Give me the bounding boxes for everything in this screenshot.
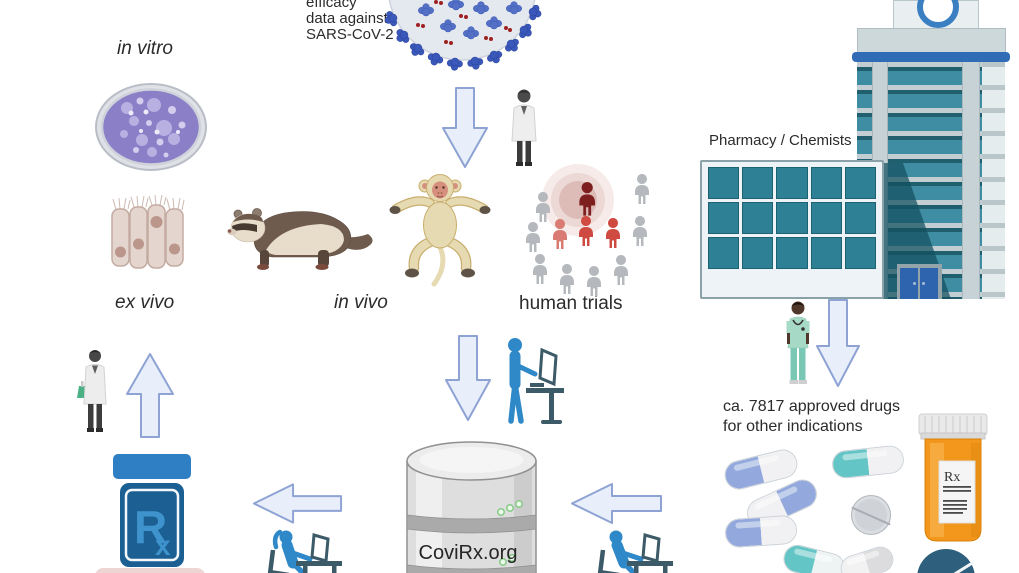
woman-at-computer-icon: [267, 529, 342, 573]
petri-dish-icon: [95, 83, 207, 171]
approved-drugs-line-2: for other indications: [723, 418, 863, 435]
pharmacy-chemists-label: Pharmacy / Chemists: [709, 132, 852, 149]
arrow-down-center-icon: [445, 335, 491, 421]
window: [810, 202, 842, 234]
cutoff-illustration-edge: [95, 568, 205, 573]
window: [742, 202, 774, 234]
pill-bottle-icon: Rx: [918, 413, 988, 542]
ex-vivo-label: ex vivo: [115, 292, 175, 313]
window: [708, 237, 740, 269]
human-trials-crowd-icon: [526, 164, 649, 296]
efficacy-line-2: data against: [306, 10, 388, 27]
in-vivo-label: in vivo: [334, 292, 388, 313]
database-label: CoviRx.org: [419, 542, 518, 564]
window: [810, 237, 842, 269]
window: [844, 167, 876, 199]
arrow-left-bottom-left-icon: [252, 483, 343, 524]
window: [776, 167, 808, 199]
arrow-left-bottom-right-icon: [571, 483, 662, 524]
rx-letter-r: R: [134, 501, 167, 553]
person-at-computer-icon: [597, 530, 673, 573]
person-standing-desk-icon: [508, 338, 564, 424]
window: [708, 167, 740, 199]
covirx-database-icon: CoviRx.org: [406, 441, 537, 573]
rx-medicine-bottle-icon: R x: [113, 454, 191, 567]
tablet-dark-blue-icon: [917, 549, 975, 573]
approved-drugs-caption: ca. 7817 approved drugs for other indica…: [723, 397, 900, 437]
monkey-icon: [389, 174, 491, 287]
window: [776, 202, 808, 234]
human-trials-label: human trials: [519, 293, 623, 314]
capsule-teal-white-icon: [830, 444, 906, 480]
ferret-icon: [227, 208, 373, 270]
rx-letter-x: x: [155, 530, 171, 561]
tower-blue-stripe: [852, 52, 1010, 62]
arrow-down-pharmacy-icon: [816, 299, 860, 387]
scientist-icon: [511, 89, 537, 166]
in-vitro-label: in vitro: [117, 38, 173, 59]
window: [844, 237, 876, 269]
nurse-icon: [786, 301, 810, 384]
pharmacy-wing: [700, 160, 884, 299]
tissue-cells-icon: [111, 194, 185, 269]
window: [742, 237, 774, 269]
arrow-up-left-icon: [126, 353, 174, 438]
window: [810, 167, 842, 199]
window: [844, 202, 876, 234]
efficacy-line-3: SARS-CoV-2: [306, 26, 394, 43]
bottle-label-rx: Rx: [944, 470, 960, 485]
arrow-down-from-virus-icon: [442, 87, 488, 168]
efficacy-caption: efficacy data against SARS-CoV-2: [306, 0, 394, 43]
efficacy-line-1: efficacy: [306, 0, 357, 11]
capsule-white-icon: [837, 543, 897, 573]
tower-cap: [857, 28, 1006, 55]
coronavirus-icon: [381, 0, 545, 72]
tower-side-face: [982, 62, 1005, 299]
window: [708, 202, 740, 234]
window: [742, 167, 774, 199]
tower-column: [962, 62, 980, 299]
entrance-door-icon: [897, 264, 942, 299]
capsule-teal-icon: [780, 541, 848, 573]
capsule-blue-white-icon: [724, 514, 798, 549]
scientist-with-flask-icon: [77, 350, 107, 432]
window: [776, 237, 808, 269]
tablet-round-icon: [851, 495, 891, 535]
approved-drugs-line-1: ca. 7817 approved drugs: [723, 398, 901, 415]
